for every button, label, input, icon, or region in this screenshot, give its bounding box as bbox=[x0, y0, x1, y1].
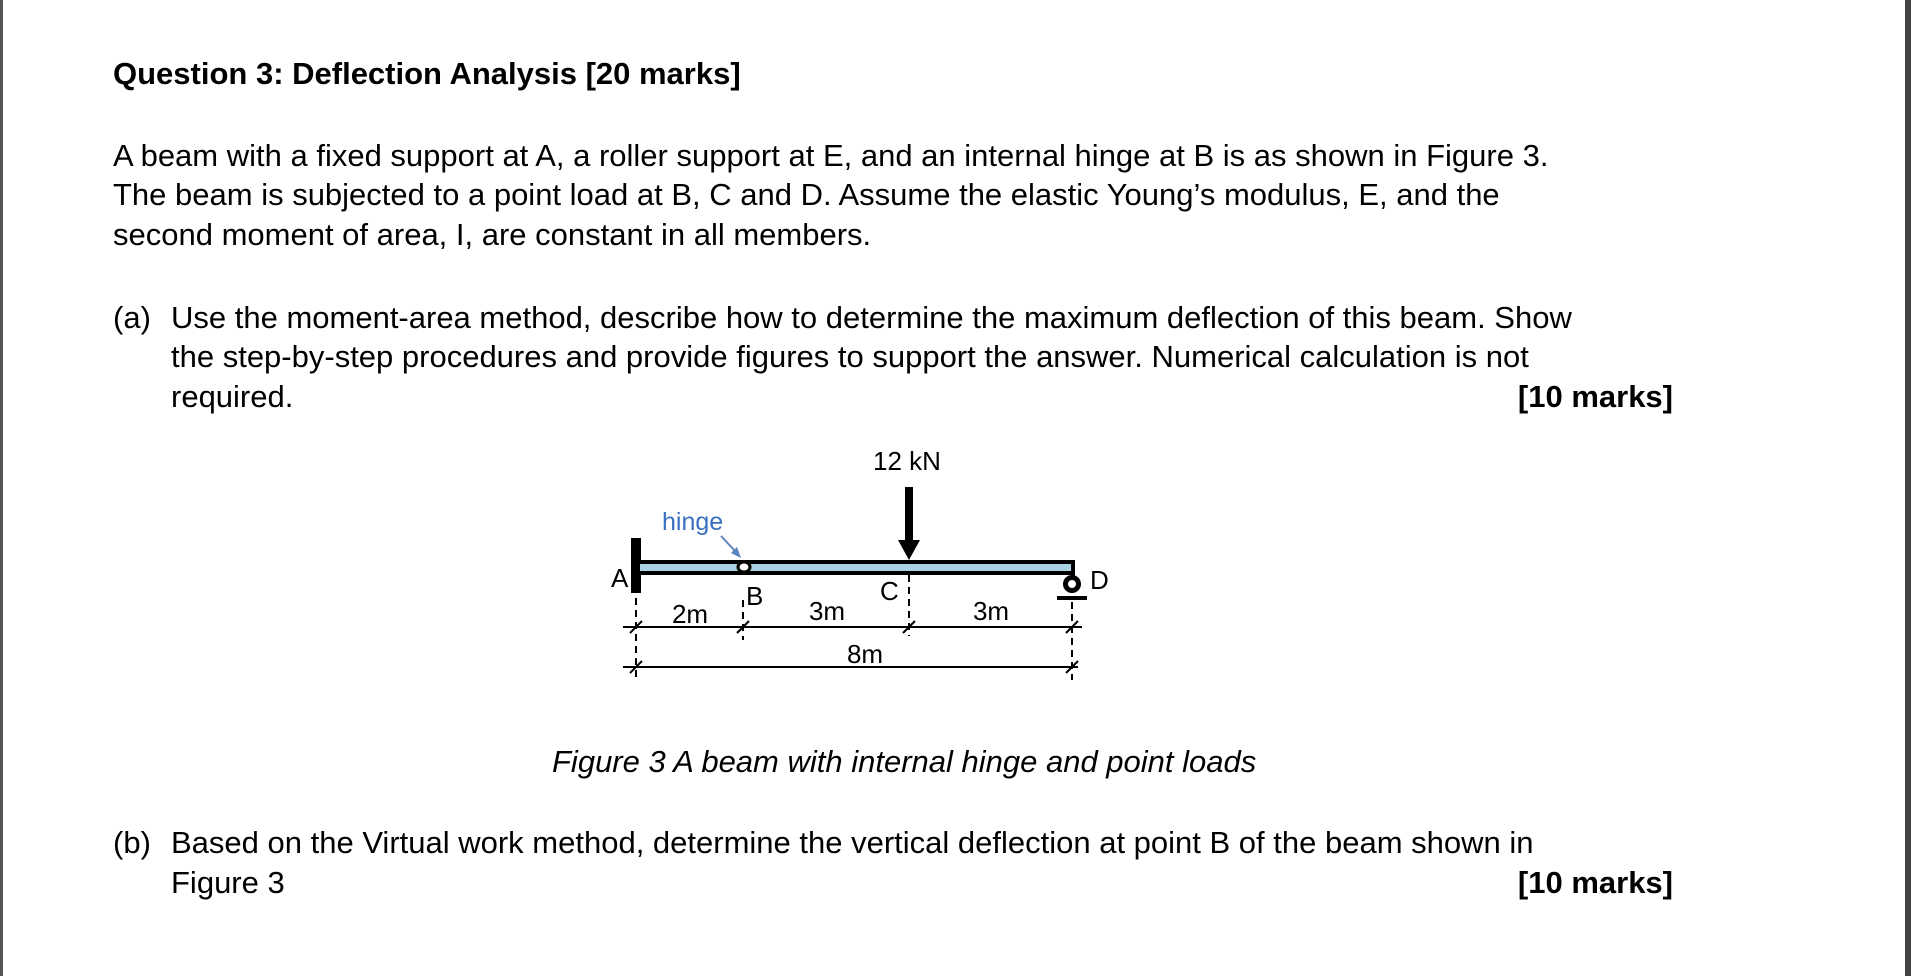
point-label-d: D bbox=[1090, 565, 1109, 595]
part-b-label: (b) bbox=[113, 825, 151, 860]
part-a-label: (a) bbox=[113, 300, 151, 335]
dimension-total: 8m bbox=[847, 639, 883, 669]
intro-line-1: A beam with a fixed support at A, a roll… bbox=[113, 138, 1549, 173]
dimension-cd: 3m bbox=[973, 596, 1009, 626]
part-b-line-2: Figure 3 bbox=[171, 865, 285, 900]
part-b-line-1: Based on the Virtual work method, determ… bbox=[171, 825, 1534, 860]
hinge-arrow-head bbox=[731, 547, 741, 558]
hinge-arrow-shaft bbox=[720, 535, 737, 553]
dimension-ab: 2m bbox=[672, 599, 708, 629]
roller-support-d bbox=[1063, 575, 1081, 593]
point-label-b: B bbox=[746, 581, 763, 611]
part-a-marks: [10 marks] bbox=[1517, 379, 1673, 414]
intro-line-3: second moment of area, I, are constant i… bbox=[113, 217, 872, 252]
load-label: 12 kN bbox=[873, 446, 941, 476]
dimension-ticks bbox=[629, 620, 1079, 674]
part-a-line-1: Use the moment-area method, describe how… bbox=[171, 300, 1572, 335]
dimension-bc: 3m bbox=[809, 596, 845, 626]
hinge-label: hinge bbox=[662, 508, 723, 536]
part-b-marks: [10 marks] bbox=[1517, 865, 1673, 900]
load-arrow-shaft bbox=[905, 487, 913, 542]
beam bbox=[636, 560, 1075, 575]
point-label-c: C bbox=[880, 576, 899, 606]
hinge-icon bbox=[736, 560, 752, 574]
page-edge-left bbox=[0, 0, 3, 976]
point-label-a: A bbox=[611, 563, 629, 593]
load-arrow-icon bbox=[898, 540, 920, 560]
question-title: Question 3: Deflection Analysis [20 mark… bbox=[113, 56, 741, 91]
part-a-line-3: required. bbox=[171, 379, 294, 414]
part-a-line-2: the step-by-step procedures and provide … bbox=[171, 339, 1529, 374]
figure-caption: Figure 3 A beam with internal hinge and … bbox=[552, 744, 1257, 779]
intro-line-2: The beam is subjected to a point load at… bbox=[113, 177, 1500, 212]
page-edge-right bbox=[1905, 0, 1911, 976]
